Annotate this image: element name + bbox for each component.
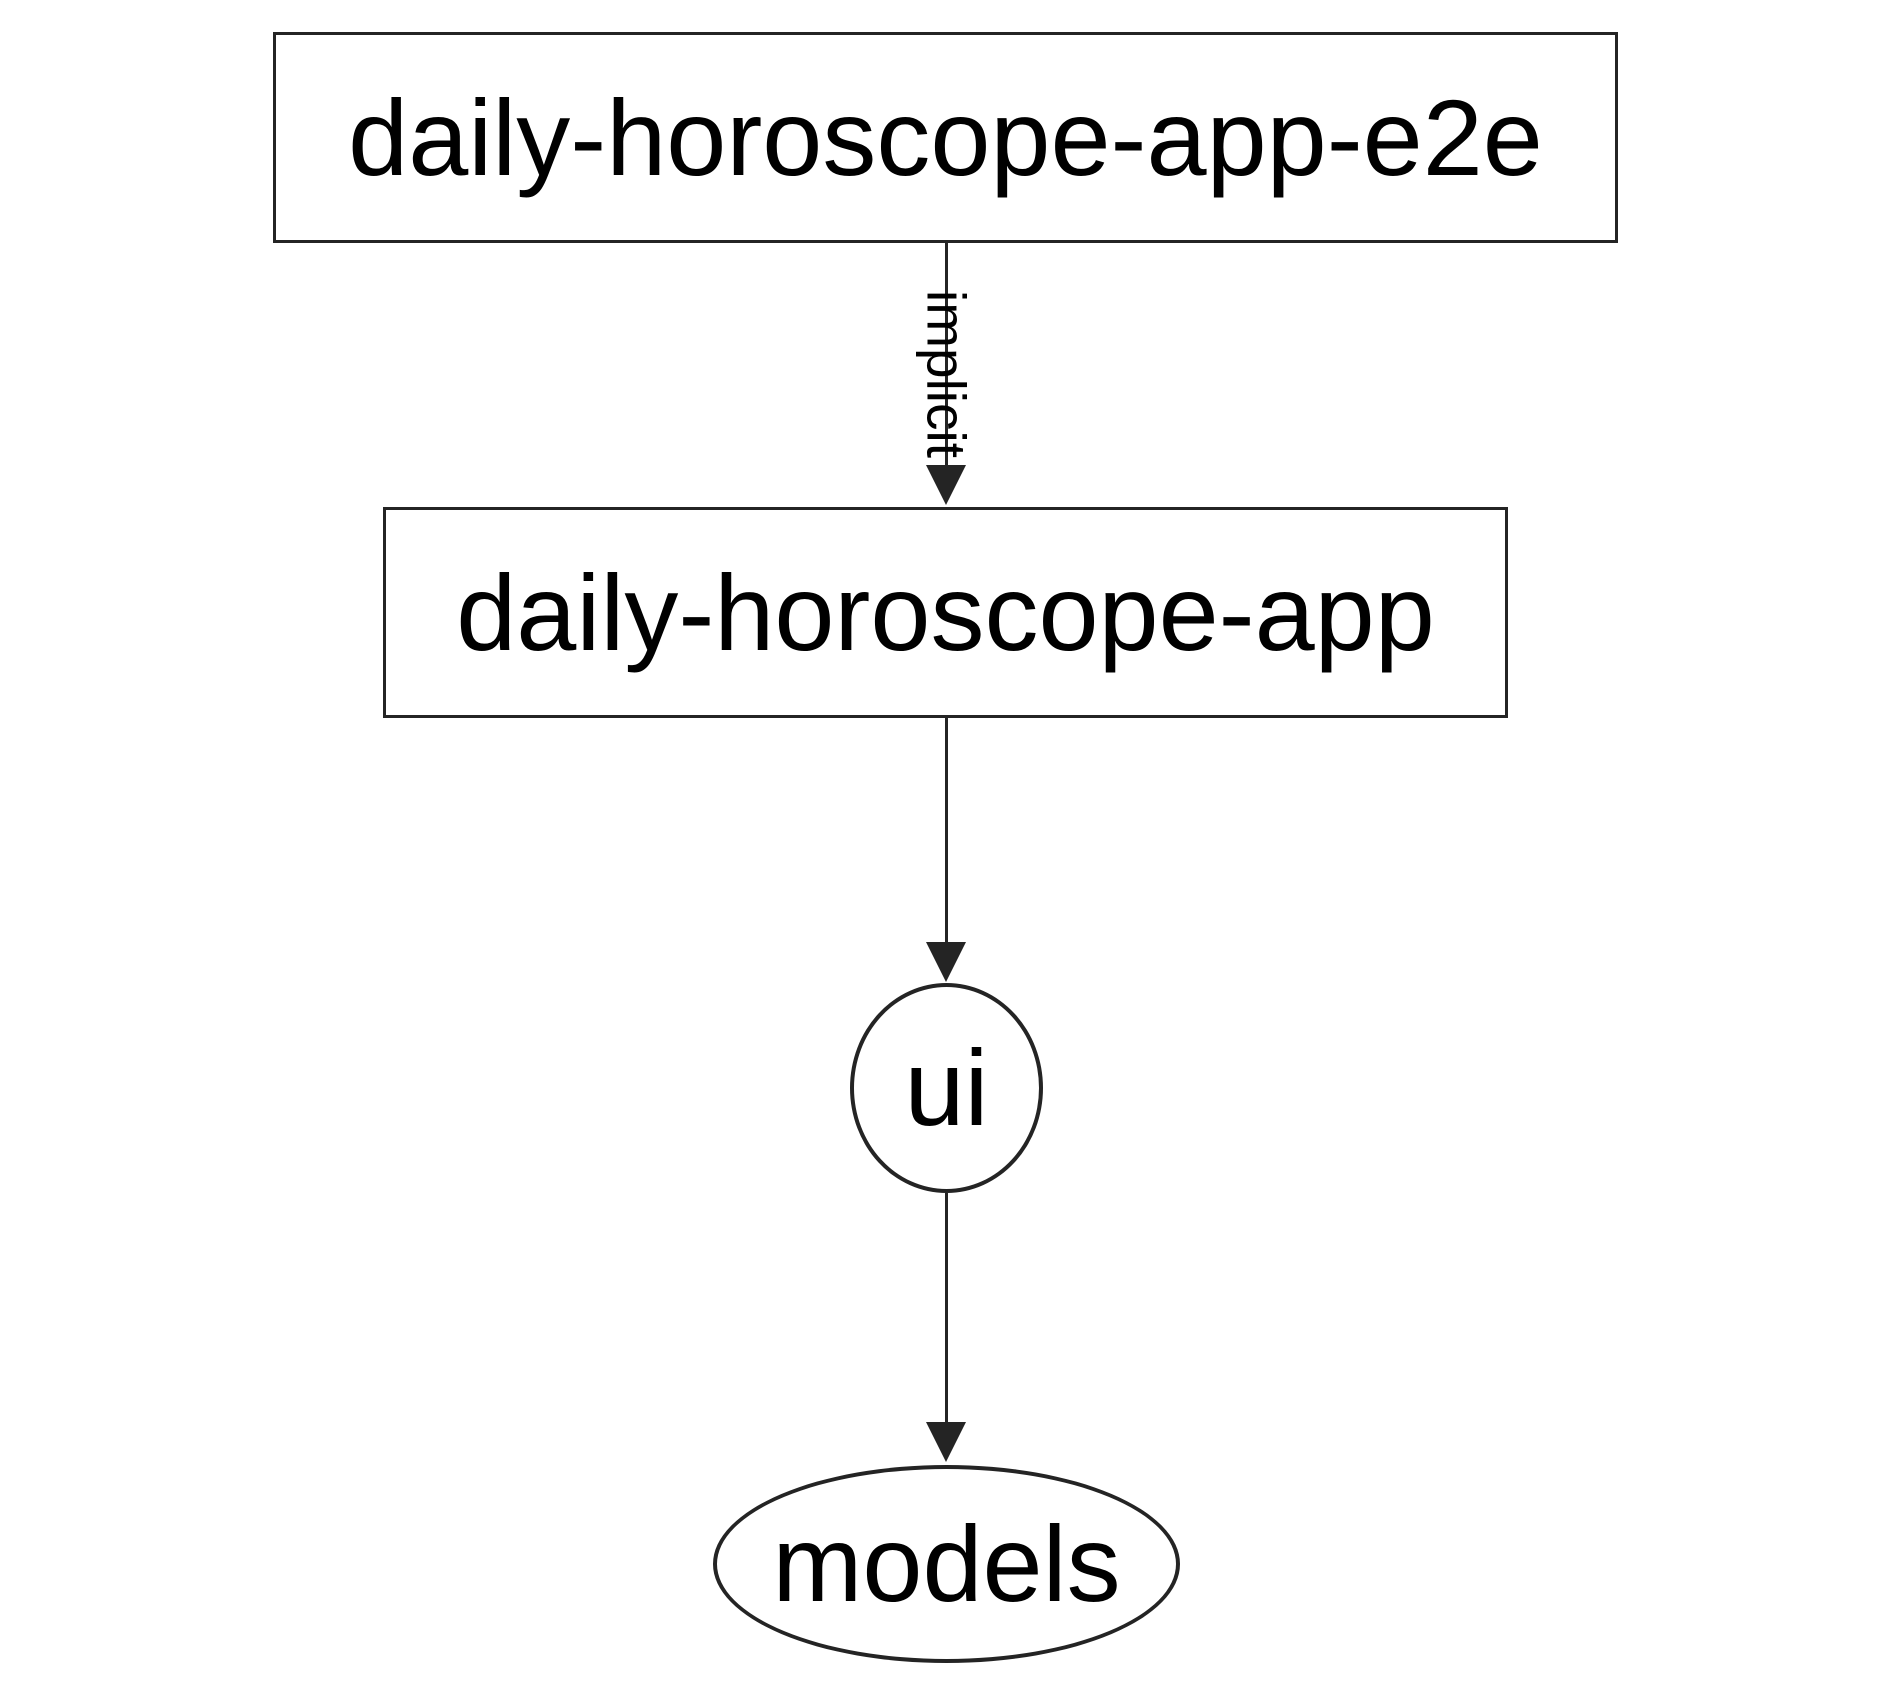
node-label: ui [904,1027,989,1148]
node-daily-horoscope-app-e2e[interactable]: daily-horoscope-app-e2e [273,32,1618,243]
node-label: models [772,1503,1121,1624]
node-models[interactable]: models [713,1465,1180,1663]
edge-app-to-ui-line [944,718,948,944]
edge-ui-to-models-line [944,1193,948,1424]
edge-e2e-to-app-line [944,243,948,467]
node-label: daily-horoscope-app [456,551,1435,673]
edge-e2e-to-app-arrowhead-icon [926,465,966,505]
edge-label-implicit: implicit [915,289,978,459]
node-ui[interactable]: ui [850,983,1043,1193]
node-label: daily-horoscope-app-e2e [348,76,1543,198]
node-daily-horoscope-app[interactable]: daily-horoscope-app [383,507,1508,718]
edge-app-to-ui-arrowhead-icon [926,942,966,982]
edge-ui-to-models-arrowhead-icon [926,1422,966,1462]
